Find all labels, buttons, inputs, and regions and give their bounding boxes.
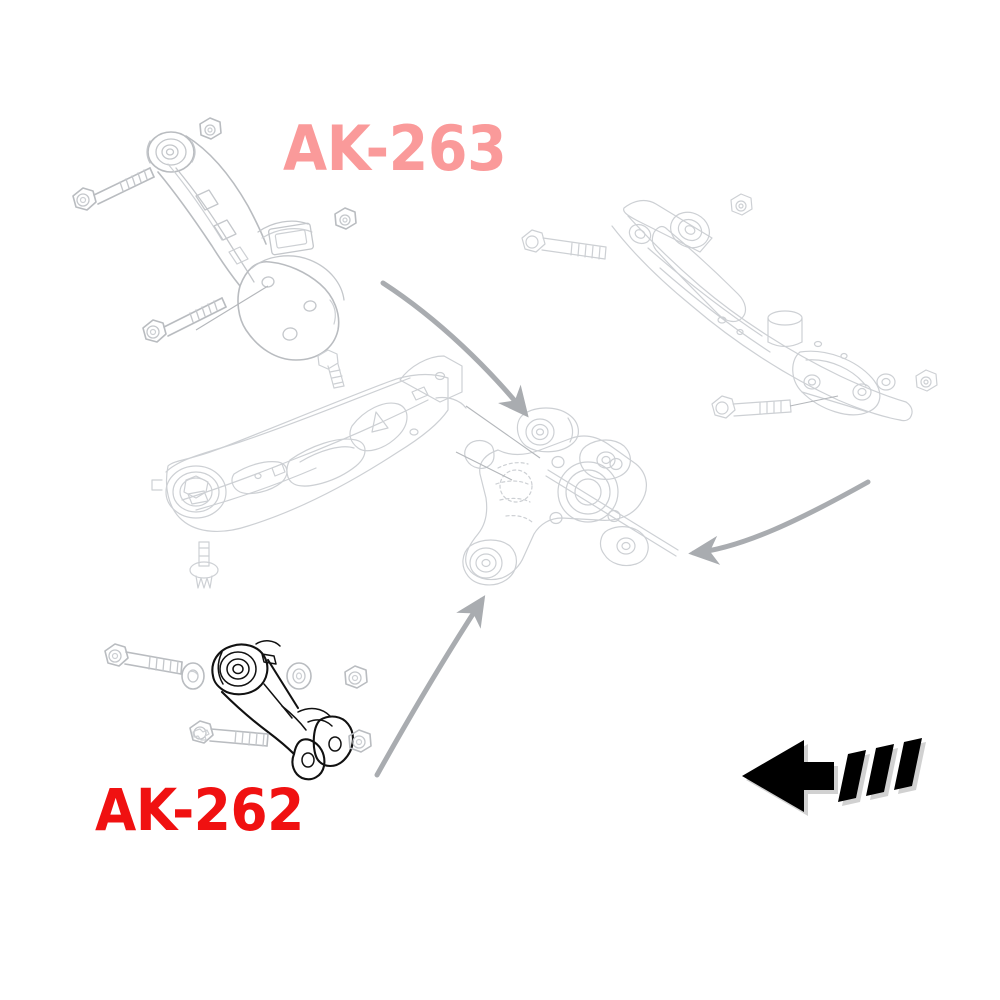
part-upper-camber-arm	[146, 131, 345, 361]
part-upper-arm-bolt-2	[142, 297, 227, 343]
part-toe-arm-washer-1	[181, 662, 205, 690]
part-rear-lower-control-arm	[611, 199, 913, 422]
leader-line-lower-arm	[789, 395, 839, 407]
part-trailing-arm-clip	[189, 541, 219, 589]
part-lower-arm-nut-2	[915, 369, 938, 392]
direction-arrow-trail-bar-2	[866, 744, 894, 796]
part-label-ak262: AK-262	[95, 776, 304, 844]
part-toe-arm	[211, 640, 354, 781]
part-lower-arm-nut-1	[730, 193, 753, 216]
part-toe-arm-bolt-1	[104, 643, 183, 675]
leader-line-trailing-arm	[465, 405, 541, 459]
part-lower-arm-bolt-outer	[711, 395, 792, 419]
part-upper-arm-bolt-1	[72, 167, 155, 211]
part-toe-arm-nut-2	[348, 729, 372, 753]
arrow-lower-to-knuckle	[688, 479, 871, 565]
part-upper-arm-nut-1	[199, 117, 222, 140]
arrow-upper-to-knuckle	[380, 280, 529, 418]
part-toe-arm-nut-1	[344, 665, 368, 689]
direction-arrow-group	[742, 738, 926, 816]
direction-arrow-head	[742, 740, 834, 812]
leader-line-knuckle	[455, 451, 513, 481]
part-rear-knuckle	[462, 407, 679, 586]
part-trailing-arm	[151, 355, 467, 532]
part-lower-arm-bolt-inner	[521, 229, 607, 260]
part-toe-arm-washer-2	[286, 662, 312, 690]
part-toe-arm-bolt-2	[189, 720, 269, 747]
part-trailing-arm-screw	[317, 349, 345, 389]
part-label-ak263: AK-263	[283, 112, 507, 185]
direction-arrow-trail-bar-3	[894, 738, 922, 790]
arrow-toe-to-knuckle	[374, 595, 486, 778]
leader-line-upper-arm	[195, 285, 269, 331]
part-upper-arm-nut-2	[334, 207, 357, 230]
direction-arrow-trail-bar-1	[838, 750, 866, 802]
